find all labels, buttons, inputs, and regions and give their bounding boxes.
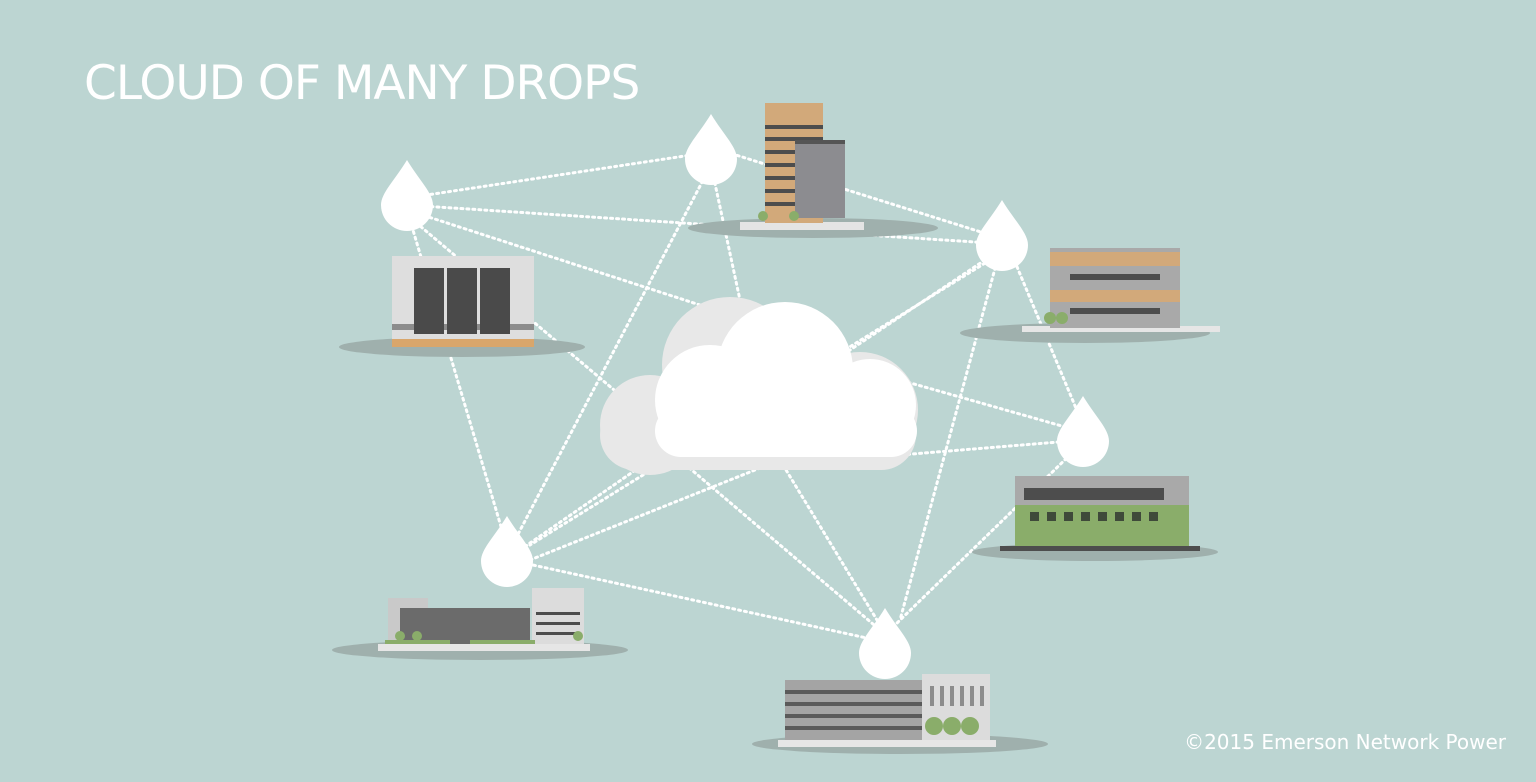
drop-icon xyxy=(381,160,433,231)
building-server-room xyxy=(339,256,585,357)
building-low-campus xyxy=(332,588,628,660)
cloud-icon xyxy=(600,297,918,475)
drop-icon xyxy=(685,114,737,185)
drop-icon xyxy=(1057,396,1109,467)
drops xyxy=(381,114,1109,679)
building-tower xyxy=(688,103,938,238)
drop-icon xyxy=(481,516,533,587)
drop-icon xyxy=(859,608,911,679)
drop-icon xyxy=(976,200,1028,271)
copyright-text: ©2015 Emerson Network Power xyxy=(1184,730,1506,754)
page-title: CLOUD OF MANY DROPS xyxy=(84,56,640,111)
building-bottom-office xyxy=(752,674,1048,754)
building-tan-office xyxy=(960,248,1220,343)
building-green-warehouse xyxy=(972,476,1218,561)
